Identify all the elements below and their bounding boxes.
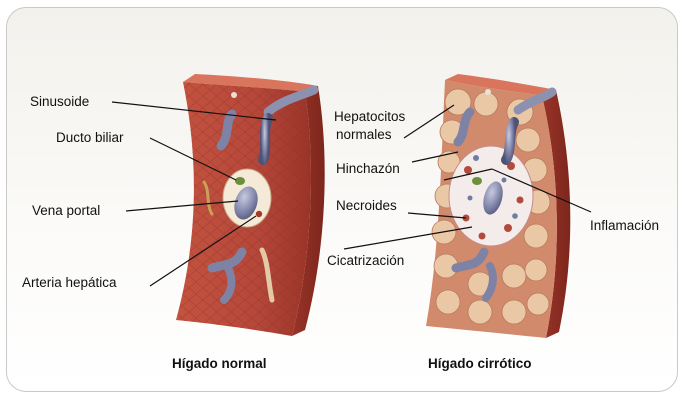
label-hinchazon: Hinchazón (336, 161, 400, 176)
label-necroides: Necroides (336, 198, 397, 213)
label-sinusoide: Sinusoide (30, 94, 89, 109)
label-hepatocitos-line1: Hepatocitos (334, 109, 406, 124)
label-arteria-hepatica: Arteria hepática (22, 275, 117, 290)
caption-normal: Hígado normal (172, 356, 267, 371)
label-cicatrizacion: Cicatrización (327, 253, 404, 268)
label-hepatocitos-line2: normales (336, 127, 392, 142)
cirrhotic-liver-illustration (426, 74, 570, 338)
label-inflamacion: Inflamación (590, 218, 659, 233)
label-ducto-biliar: Ducto biliar (56, 130, 124, 145)
label-vena-portal: Vena portal (32, 203, 100, 218)
caption-cirrotico: Hígado cirrótico (428, 356, 532, 371)
